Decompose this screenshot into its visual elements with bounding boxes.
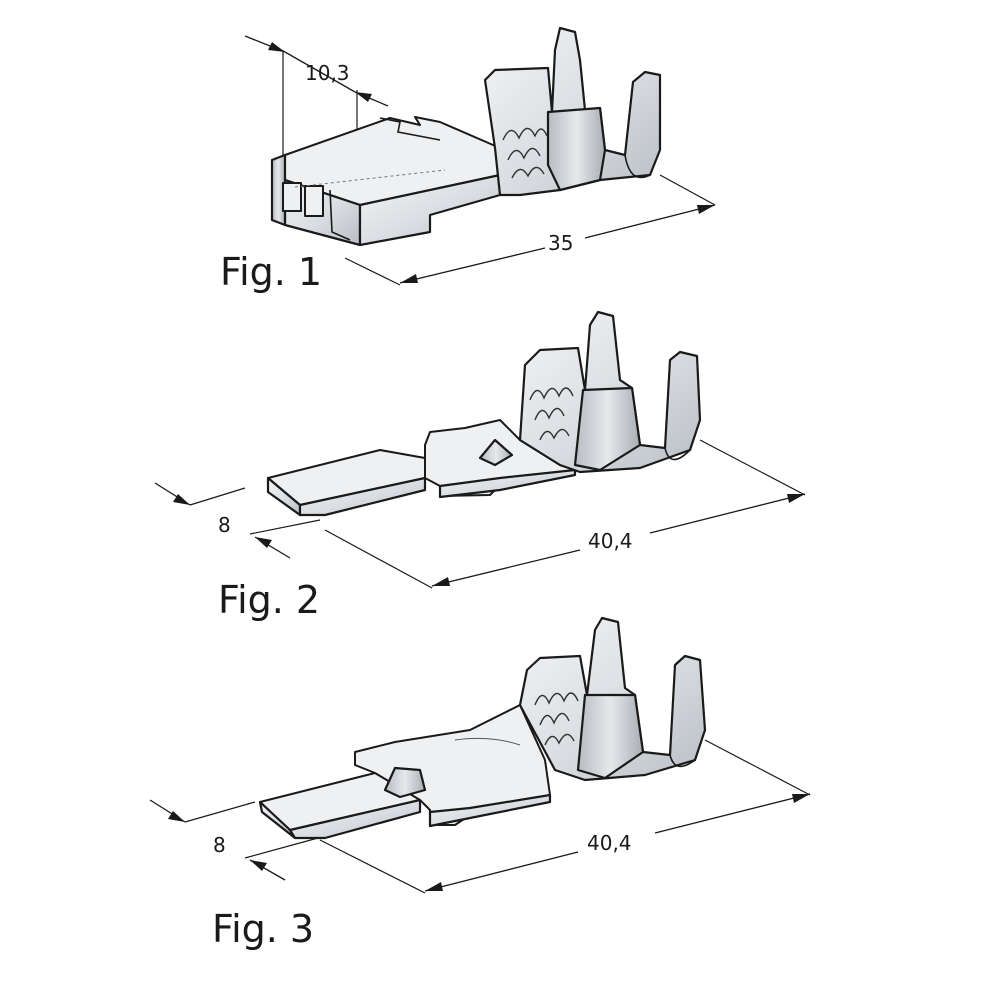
dimension-10-3: 10,3 — [244, 35, 389, 200]
dim-label-35: 35 — [548, 231, 573, 255]
tab-blade-2 — [266, 419, 577, 517]
dim-label-10-3: 10,3 — [305, 61, 350, 85]
dimension-40-4-fig2: 40,4 — [324, 439, 806, 589]
dim-label-8-fig2: 8 — [218, 513, 231, 537]
dimension-8-fig2: 8 — [154, 482, 321, 559]
figure-3: 8 40,4 Fig. 3 — [149, 616, 811, 951]
dimension-8-fig3: 8 — [149, 799, 319, 881]
receptacle-housing — [270, 116, 502, 247]
dim-label-8-fig3: 8 — [213, 833, 226, 857]
dim-label-40-4-fig2: 40,4 — [588, 529, 633, 553]
crimp-barrel-1 — [483, 26, 662, 197]
dimension-40-4-fig3: 40,4 — [319, 739, 811, 894]
figure-2-label: Fig. 2 — [218, 578, 320, 622]
crimp-barrel-2 — [518, 310, 702, 474]
figure-1: 10,3 — [220, 26, 716, 294]
dimension-35: 35 — [344, 174, 716, 286]
figure-1-label: Fig. 1 — [220, 250, 322, 294]
crimp-barrel-3 — [518, 616, 707, 782]
figure-3-label: Fig. 3 — [212, 907, 314, 951]
dim-label-40-4-fig3: 40,4 — [587, 831, 632, 855]
tab-blade-3 — [258, 704, 552, 840]
figure-2: 8 40,4 Fig. 2 — [154, 310, 806, 622]
